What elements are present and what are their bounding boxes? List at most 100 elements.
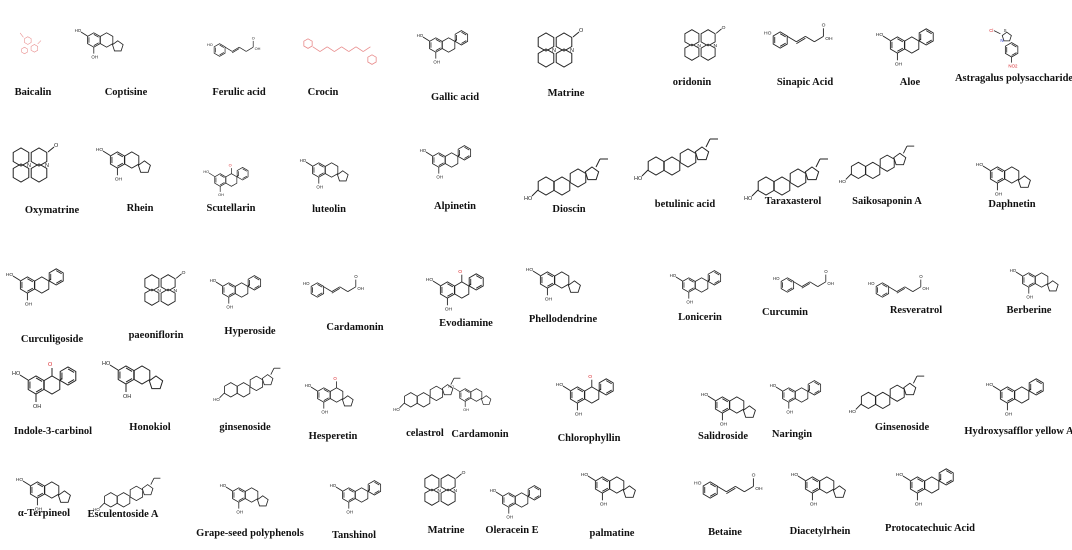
svg-text:OH: OH (895, 62, 903, 68)
compound-label: celastrol (406, 428, 444, 439)
svg-text:N: N (27, 163, 31, 169)
svg-text:HO: HO (417, 33, 424, 38)
svg-text:OH: OH (357, 286, 364, 291)
svg-text:OH: OH (1005, 412, 1013, 418)
svg-text:HO: HO (213, 397, 220, 402)
svg-text:HO: HO (634, 176, 643, 182)
svg-text:HO: HO (556, 382, 564, 388)
compound-label: Oleracein E (485, 525, 539, 536)
compound-label: betulinic acid (654, 199, 716, 210)
svg-text:OH: OH (995, 192, 1003, 198)
compound-label: Dioscin (552, 204, 586, 215)
svg-text:HO: HO (694, 481, 702, 487)
compound-label: Cardamonin (451, 429, 509, 440)
compound-label: Naringin (771, 429, 813, 440)
svg-text:N: N (697, 43, 701, 49)
structure-15: HO (524, 158, 608, 202)
svg-text:O: O (182, 270, 186, 276)
svg-text:OH: OH (236, 509, 243, 514)
svg-text:N: N (174, 288, 178, 294)
structure-34: HO (393, 377, 461, 412)
compound-label: Gallic acid (430, 92, 480, 103)
compound-label: Matrine (547, 88, 585, 99)
svg-text:OH: OH (445, 307, 453, 313)
compound-label: Matrine (427, 525, 465, 536)
svg-text:OH: OH (545, 297, 553, 303)
svg-text:S: S (1004, 28, 1007, 33)
compound-label: Taraxasterol (764, 196, 822, 207)
svg-text:OH: OH (686, 299, 693, 304)
svg-text:OH: OH (436, 174, 443, 179)
structure-19: HO OH (976, 162, 1031, 198)
svg-text:HO: HO (868, 281, 875, 286)
svg-text:OH: OH (600, 502, 608, 508)
compound-label: Astragalus polysaccharide (954, 73, 1072, 84)
svg-text:HO: HO (764, 31, 772, 37)
svg-text:O: O (333, 376, 337, 381)
compound-label: Esculentoside A (87, 509, 159, 520)
svg-text:N: N (157, 288, 161, 294)
svg-text:HO: HO (791, 472, 799, 478)
svg-text:Cl: Cl (989, 28, 993, 33)
svg-text:HO: HO (770, 383, 777, 388)
svg-text:HO: HO (102, 361, 111, 367)
structure-32: HO (213, 367, 281, 402)
svg-text:HO: HO (744, 196, 753, 202)
svg-text:HO: HO (773, 276, 780, 281)
compound-label: Indole-3-carbinol (13, 426, 93, 437)
svg-text:HO: HO (581, 472, 589, 478)
svg-text:O: O (48, 362, 53, 368)
structure-16: HO (634, 138, 718, 182)
svg-text:HO: HO (976, 162, 984, 168)
compound-label: Saikosaponin A (852, 196, 922, 207)
compound-label: Baicalin (14, 87, 52, 98)
compound-label: luteolin (312, 204, 346, 215)
svg-text:OH: OH (316, 184, 323, 189)
svg-text:OH: OH (810, 502, 818, 508)
svg-text:OH: OH (25, 302, 33, 308)
svg-text:HO: HO (393, 407, 400, 412)
compound-label: Diacetylrhein (789, 526, 851, 537)
compound-label: Hydroxysafflor yellow A (964, 426, 1072, 437)
svg-text:HO: HO (448, 385, 454, 389)
svg-text:HO: HO (330, 483, 337, 488)
svg-text:OH: OH (1026, 294, 1033, 299)
structure-3 (303, 38, 377, 65)
svg-text:O: O (579, 28, 584, 34)
compound-label: oridonin (672, 77, 712, 88)
svg-text:HO: HO (426, 277, 434, 283)
compound-label: Lonicerin (678, 312, 722, 323)
svg-text:OH: OH (218, 193, 224, 197)
svg-text:HO: HO (203, 170, 209, 174)
svg-text:O: O (824, 269, 828, 274)
svg-text:HO: HO (490, 488, 497, 493)
svg-text:OH: OH (35, 507, 43, 513)
svg-text:OH: OH (226, 304, 233, 309)
svg-text:OH: OH (575, 412, 583, 418)
structure-39: HO (849, 375, 925, 415)
svg-text:O: O (722, 25, 726, 31)
svg-text:OH: OH (123, 394, 131, 400)
svg-text:HO: HO (849, 409, 857, 415)
svg-text:HO: HO (12, 371, 21, 377)
compound-label: paeoniflorin (128, 330, 184, 341)
svg-text:HO: HO (420, 148, 427, 153)
structure-0 (19, 32, 42, 55)
svg-text:NO2: NO2 (1008, 63, 1018, 68)
